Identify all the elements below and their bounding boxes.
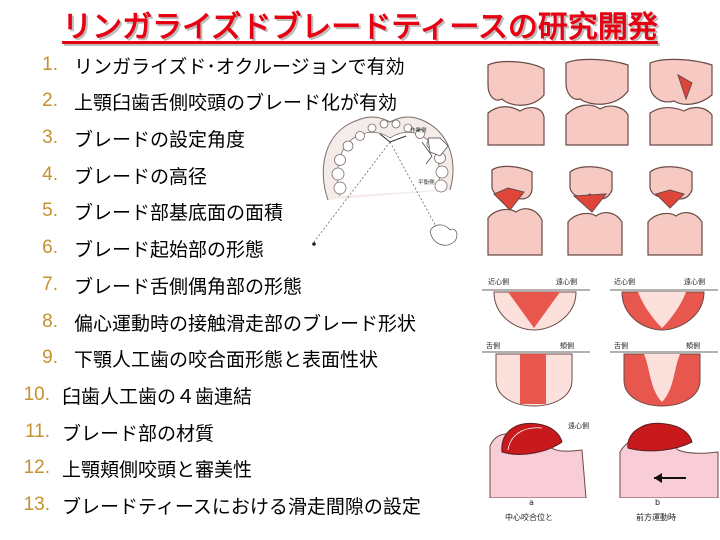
lingual-label: 舌側 [486,341,500,350]
item-number: 3. [42,127,58,148]
list-item: 13. ブレードティースにおける滑走間隙の設定 [0,490,421,520]
item-text: ブレードティースにおける滑走間隙の設定 [62,495,421,518]
list-item: 9. 下顎人工歯の咬合面形態と表面性状 [0,343,378,373]
list-item: 2. 上顎臼歯舌側咬頭のブレード化が有効 [0,86,397,116]
blade-tooth-photos [487,165,703,256]
distal-label: 遠心側 [684,277,705,286]
buccal-label: 頬側 [686,341,700,350]
item-text: 上顎頬側咬頭と審美性 [62,458,253,481]
item-number: 9. [42,347,58,368]
distal-label: 遠心側 [556,277,577,286]
item-number: 7. [42,274,58,295]
item-text: ブレード起始部の形態 [74,238,265,261]
figure-a-label: a [529,498,534,507]
figure-a-caption: 中心咬合位と [505,513,553,522]
figure-b-caption: 前方運動時 [636,513,676,522]
item-number: 1. [42,54,58,75]
distal-contact-label: 遠心側 [568,421,589,430]
lingual-label: 舌側 [614,341,628,350]
list-item: 1. リンガライズド･オクルージョンで有効 [0,50,405,80]
buccal-label: 頬側 [560,341,574,350]
item-text: 偏心運動時の接触滑走部のブレード形状 [74,312,417,335]
dental-arch-diagram: 作業側 平衡側 [312,116,458,246]
mesial-label: 近心側 [614,277,635,286]
mesial-label: 近心側 [488,277,509,286]
list-item: 4. ブレードの高径 [0,160,207,190]
item-text: 臼歯人工歯の４歯連結 [62,385,253,408]
list-item: 6. ブレード起始部の形態 [0,233,264,263]
item-number: 11. [24,421,50,442]
list-item: 3. ブレードの設定角度 [0,123,245,153]
item-text: ブレード部の材質 [62,422,215,445]
item-text: リンガライズド･オクルージョンで有効 [74,55,405,78]
item-text: ブレードの設定角度 [74,128,246,151]
occlusion-photo-top [480,55,720,155]
list-item: 8. 偏心運動時の接触滑走部のブレード形状 [0,307,416,337]
item-number: 5. [42,200,58,221]
sliding-contact-diagrams: 遠心側 [489,421,719,498]
list-item: 11. ブレード部の材質 [0,417,214,447]
item-number: 4. [42,164,58,185]
item-number: 12. [23,457,50,478]
item-text: 下顎人工歯の咬合面形態と表面性状 [74,348,379,371]
item-number: 13. [23,494,50,515]
slide-title: リンガライズドブレードティースの研究開発 [62,10,658,45]
list-item: 12. 上顎頬側咬頭と審美性 [0,453,252,483]
list-item: 7. ブレード舌側偶角部の形態 [0,270,302,300]
item-number: 6. [42,237,58,258]
item-text: ブレード部基底面の面積 [74,201,284,224]
item-text: ブレードの高径 [74,165,208,188]
working-side-label: 作業側 [410,126,427,134]
list-item: 5. ブレード部基底面の面積 [0,196,283,226]
tooth-section-diagrams: 近心側 遠心側 近心側 遠心側 舌側 頬側 舌側 頬側 [482,277,718,407]
balancing-side-label: 平衡側 [418,178,435,186]
figure-b-label: b [655,498,661,507]
item-number: 10. [23,384,50,405]
item-text: 上顎臼歯舌側咬頭のブレード化が有効 [74,91,398,114]
item-text: ブレード舌側偶角部の形態 [74,275,303,298]
item-number: 2. [42,90,58,111]
list-item: 10. 臼歯人工歯の４歯連結 [0,380,252,410]
item-number: 8. [42,311,58,332]
